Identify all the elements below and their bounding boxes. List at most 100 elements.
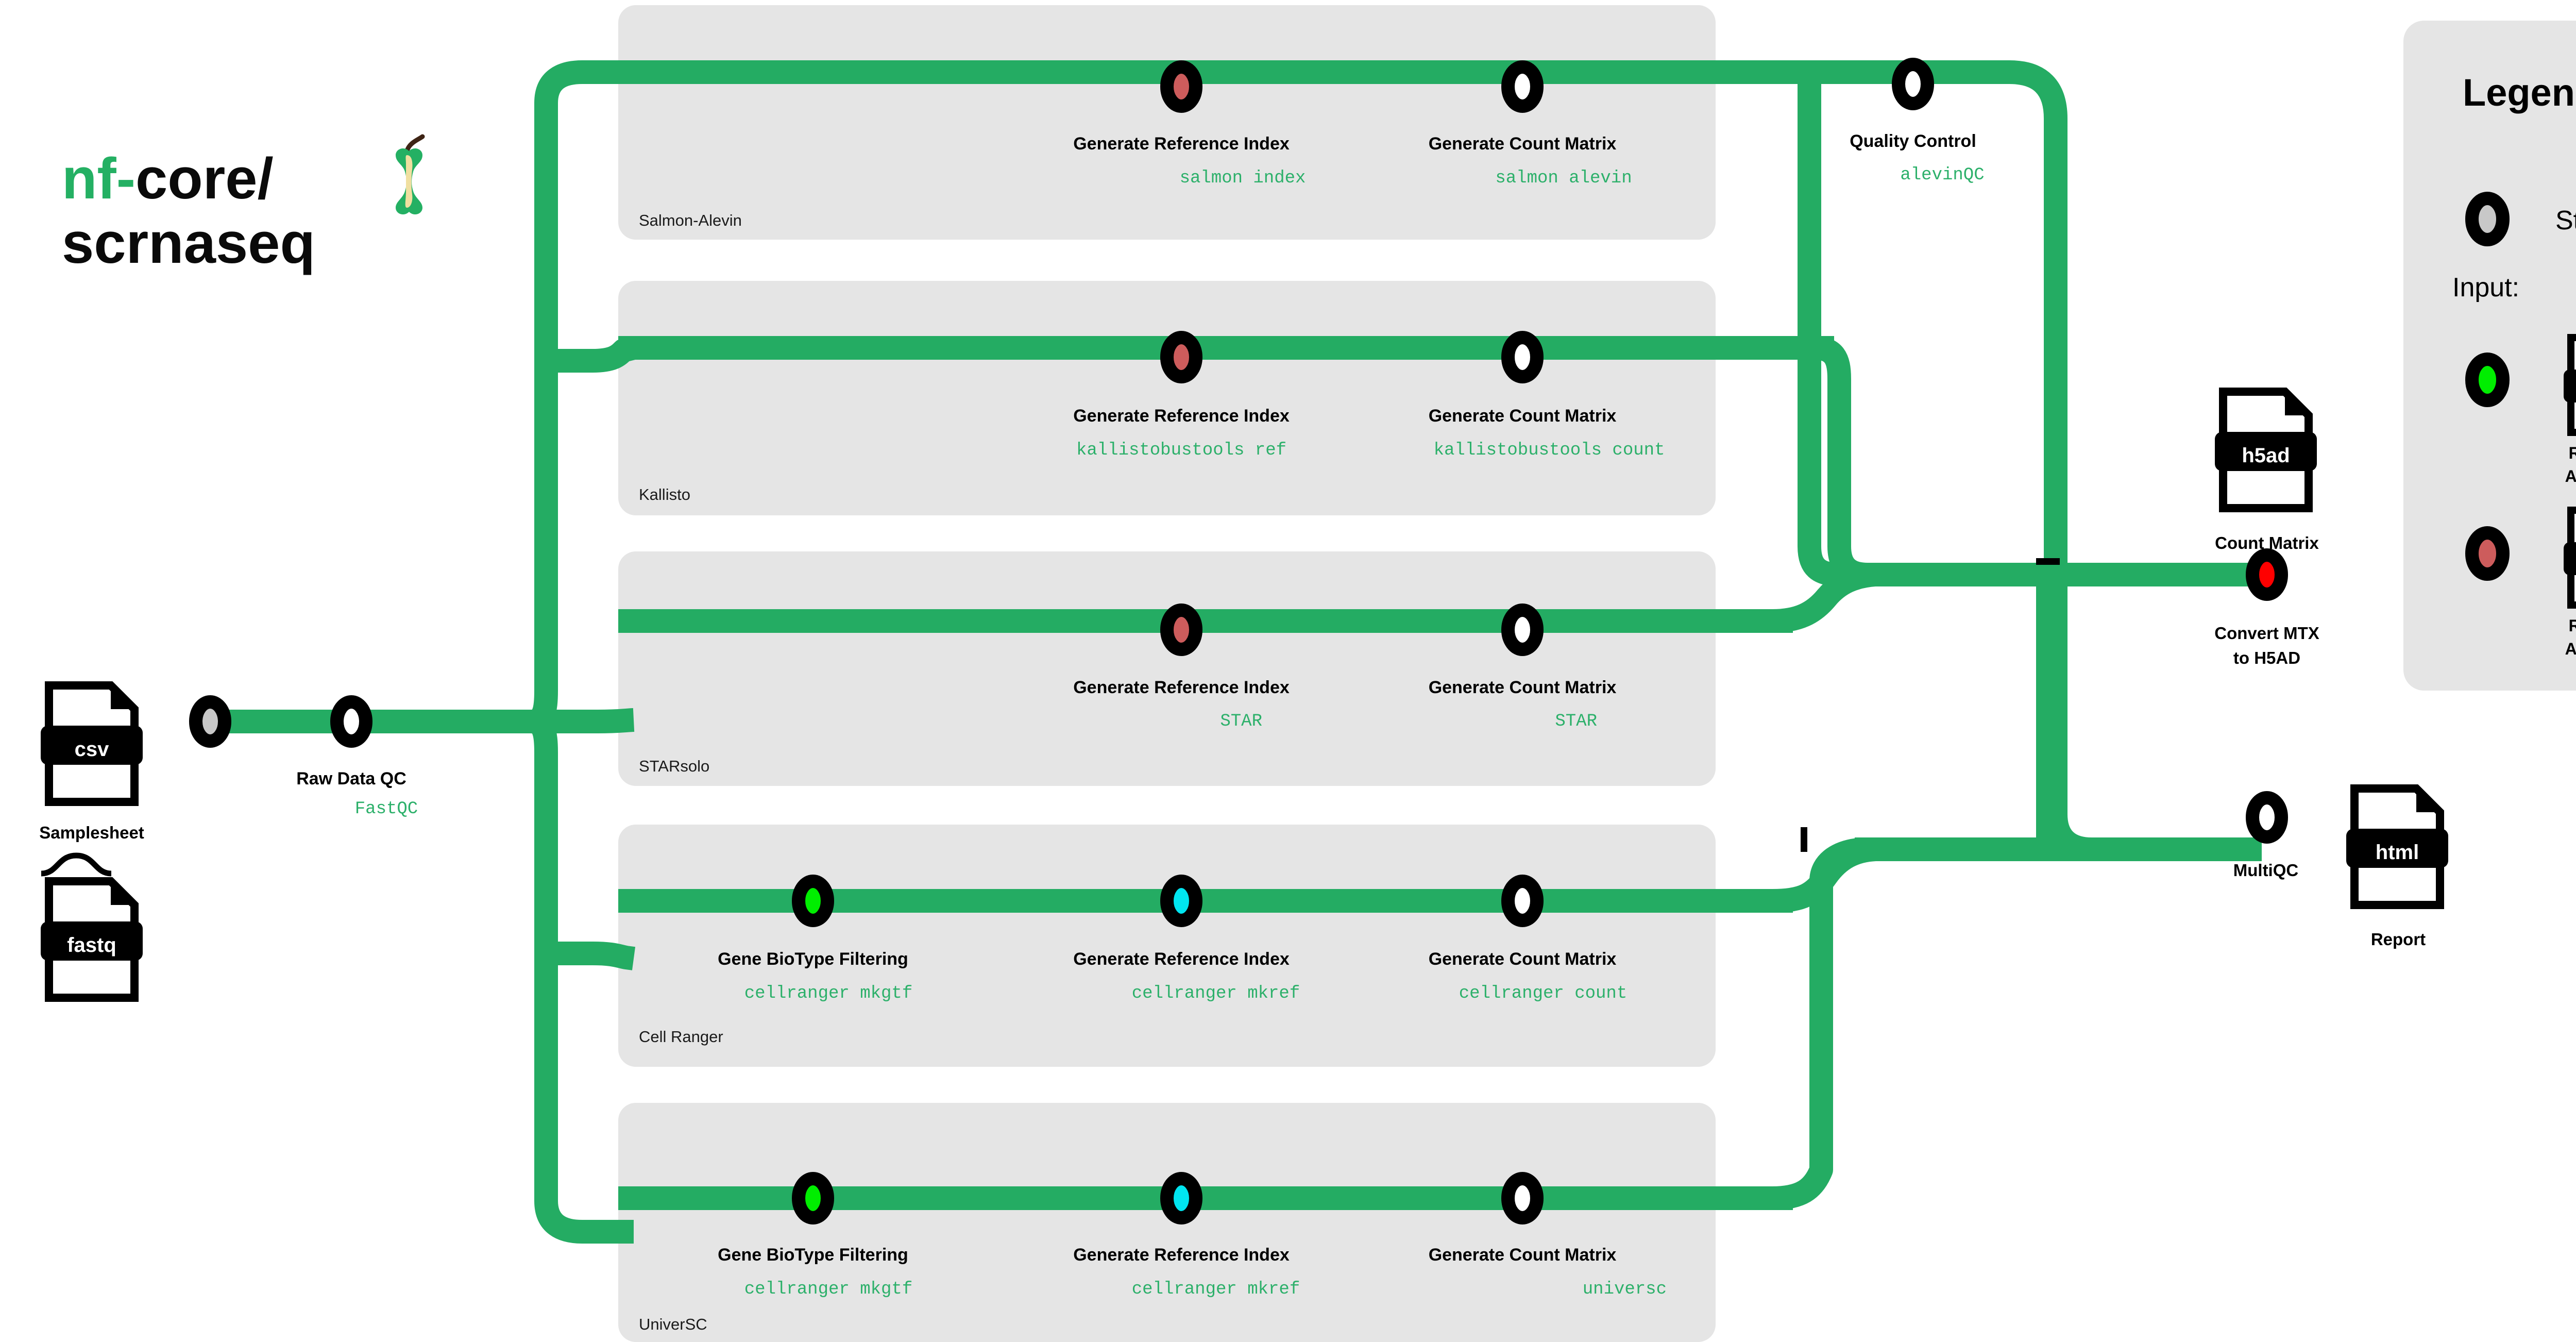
- cellranger-mkref-command: cellranger mkref: [1132, 984, 1300, 1003]
- node-salmon-alevin[interactable]: [1501, 60, 1544, 113]
- universc-count-label: Generate Count Matrix: [1429, 1245, 1617, 1265]
- raw-data-qc-label: Raw Data QC: [296, 769, 406, 789]
- crossing-ticks: [1801, 558, 2060, 852]
- node-raw-data-qc[interactable]: [330, 695, 372, 748]
- legend-input-label: Input:: [2452, 273, 2519, 303]
- logo-nf-prefix: nf-: [62, 146, 135, 211]
- samplesheet-group: csv Samplesheet fastq: [39, 681, 144, 1002]
- legend-node-both-salmon: [2465, 526, 2510, 581]
- pipeline-panels: [618, 5, 2576, 1342]
- legend-caption-gtf-1b: Annotation: [2565, 467, 2576, 485]
- svg-text:nf-core/: nf-core/: [62, 146, 274, 211]
- pipe-branch-kallisto: [546, 708, 635, 733]
- convert-mtx-label-line2: to H5AD: [2233, 648, 2300, 667]
- fastq-ext-label: fastq: [67, 934, 116, 957]
- csv-ext-label: csv: [75, 738, 109, 761]
- legend-group: Legend Start End Input: gtf Reference An…: [2452, 71, 2576, 658]
- panel-salmon-alevin: [618, 5, 1716, 240]
- legend-start-label: Start: [2555, 206, 2576, 236]
- node-star-index[interactable]: [1160, 603, 1202, 656]
- star-count-command: STAR: [1555, 712, 1597, 731]
- quality-control-group: Quality Control alevinQC: [1850, 58, 1985, 185]
- nf-core-logo: nf-core/ scrnaseq: [62, 134, 425, 275]
- node-multiqc[interactable]: [2246, 791, 2288, 844]
- logo-pipeline-name: scrnaseq: [62, 211, 315, 275]
- fastq-file-icon: fastq: [41, 877, 143, 1002]
- legend-title: Legend: [2463, 71, 2576, 114]
- node-kallisto-ref[interactable]: [1160, 331, 1202, 383]
- cellranger-count-label: Generate Count Matrix: [1429, 949, 1617, 969]
- salmon-alevin-content: Generate Reference Index salmon index Ge…: [639, 60, 1632, 229]
- panel-starsolo: [618, 551, 1716, 786]
- starsolo-content: Generate Reference Index STAR Generate C…: [639, 603, 1617, 775]
- kallisto-ref-label: Generate Reference Index: [1073, 406, 1290, 426]
- universc-content: Gene BioType Filtering cellranger mkgtf …: [639, 1172, 1667, 1333]
- universc-mkref-label: Generate Reference Index: [1073, 1245, 1290, 1265]
- legend-gtf-file-icon-2: gtf: [2564, 507, 2576, 609]
- pipe-universc-collector: [1772, 837, 1866, 1210]
- panel-cell-ranger: [618, 825, 1716, 1067]
- cellranger-mkgtf-label: Gene BioType Filtering: [718, 949, 908, 969]
- html-file-icon: html: [2346, 784, 2448, 909]
- star-index-command: STAR: [1220, 712, 1262, 731]
- node-universc-mkgtf[interactable]: [792, 1172, 834, 1224]
- kallisto-ref-command: kallistobustools ref: [1076, 441, 1286, 460]
- node-quality-control[interactable]: [1892, 58, 1934, 110]
- pipe-network: [206, 60, 2262, 1244]
- curly-brace-icon: [41, 852, 112, 877]
- raw-data-qc-command: FastQC: [355, 799, 418, 819]
- universc-count-command: universc: [1583, 1280, 1667, 1299]
- legend-caption-gtf-2a: Reference: [2569, 616, 2576, 635]
- universc-mkref-command: cellranger mkref: [1132, 1280, 1300, 1299]
- crossing-tick-upper: [2036, 558, 2060, 565]
- panel-kallisto: [618, 281, 1716, 515]
- salmon-alevin-command: salmon alevin: [1495, 169, 1632, 188]
- salmon-alevin-label: Generate Count Matrix: [1429, 134, 1617, 154]
- node-cellranger-count[interactable]: [1501, 875, 1544, 927]
- star-count-label: Generate Count Matrix: [1429, 678, 1617, 697]
- kallisto-count-command: kallistobustools count: [1434, 441, 1665, 460]
- panel-name-starsolo: STARsolo: [639, 757, 709, 775]
- report-label: Report: [2371, 930, 2426, 949]
- star-index-label: Generate Reference Index: [1073, 678, 1290, 697]
- node-star-count[interactable]: [1501, 603, 1544, 656]
- node-input-samplesheet[interactable]: [189, 695, 231, 748]
- panel-name-kallisto: Kallisto: [639, 485, 690, 504]
- node-convert-mtx-to-h5ad[interactable]: [2246, 548, 2288, 601]
- entry-nodes[interactable]: Raw Data QC FastQC: [189, 695, 418, 819]
- crossing-tick-lower: [1801, 827, 1807, 852]
- html-ext-label: html: [2376, 841, 2419, 864]
- h5ad-file-icon: h5ad: [2215, 388, 2317, 512]
- kallisto-count-label: Generate Count Matrix: [1429, 406, 1617, 426]
- pipe-fork-down: [530, 710, 634, 1244]
- panel-name-salmon-alevin: Salmon-Alevin: [639, 211, 742, 229]
- salmon-index-label: Generate Reference Index: [1073, 134, 1290, 154]
- kallisto-content: Generate Reference Index kallistobustool…: [639, 331, 1665, 504]
- quality-control-command: alevinQC: [1900, 165, 1984, 185]
- legend-node-gtf-green: [2465, 353, 2510, 407]
- cellranger-mkref-label: Generate Reference Index: [1073, 949, 1290, 969]
- cellranger-count-command: cellranger count: [1459, 984, 1627, 1003]
- logo-core-text: core/: [135, 146, 274, 211]
- salmon-index-command: salmon index: [1180, 169, 1306, 188]
- multiqc-label: MultiQC: [2233, 861, 2298, 880]
- legend-node-start: [2465, 192, 2510, 246]
- node-universc-count[interactable]: [1501, 1172, 1544, 1224]
- node-kallisto-count[interactable]: [1501, 331, 1544, 383]
- cell-ranger-content: Gene BioType Filtering cellranger mkgtf …: [639, 875, 1627, 1046]
- node-cellranger-mkgtf[interactable]: [792, 875, 834, 927]
- apple-core-icon: [396, 134, 425, 215]
- legend-gtf-file-icon-1: gtf: [2564, 334, 2576, 436]
- node-universc-mkref[interactable]: [1160, 1172, 1202, 1224]
- pipe-kallisto-collector: [1812, 336, 1868, 586]
- samplesheet-label: Samplesheet: [39, 823, 144, 842]
- node-salmon-index[interactable]: [1160, 60, 1202, 113]
- quality-control-label: Quality Control: [1850, 131, 1976, 151]
- node-cellranger-mkref[interactable]: [1160, 875, 1202, 927]
- panel-name-cell-ranger: Cell Ranger: [639, 1028, 723, 1046]
- universc-mkgtf-label: Gene BioType Filtering: [718, 1245, 908, 1265]
- csv-file-icon: csv: [41, 681, 143, 806]
- panel-name-universc: UniverSC: [639, 1315, 707, 1333]
